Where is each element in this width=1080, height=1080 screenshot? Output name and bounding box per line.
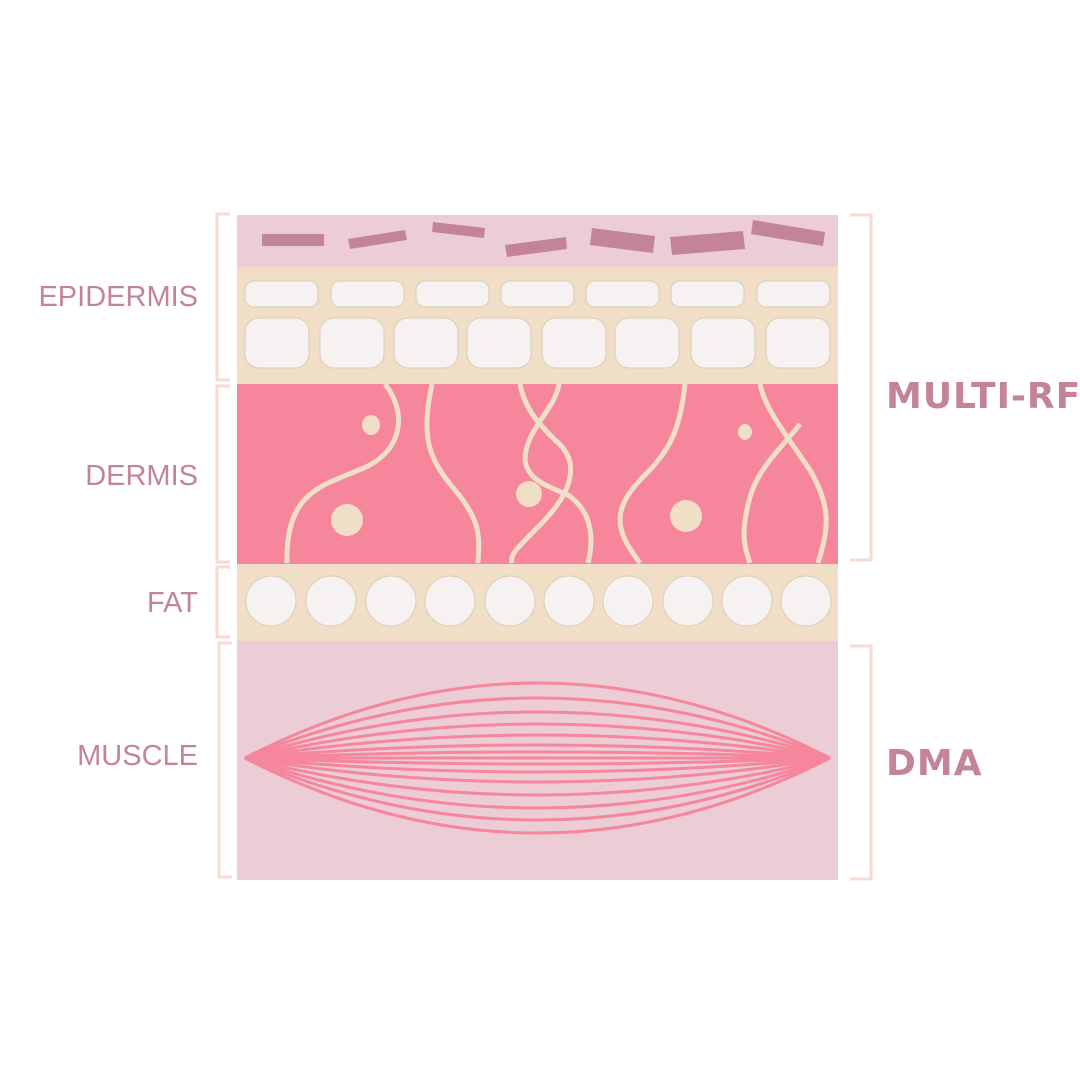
bracket-epidermis (215, 212, 230, 382)
muscle-fiber (244, 696, 831, 760)
muscle-fiber (244, 756, 831, 810)
collagen-fibers (284, 382, 829, 565)
bracket-dermis (215, 384, 230, 564)
dermis-layer (237, 384, 838, 564)
muscle-fiber (244, 743, 831, 760)
muscle-fiber (244, 710, 831, 760)
epidermis-cells (244, 280, 831, 369)
label-dma: DMA (886, 743, 983, 784)
label-multi-rf: MULTI-RF (886, 376, 1080, 417)
muscle-fibers (244, 681, 831, 835)
bracket-fat (215, 565, 230, 639)
brackets (215, 212, 873, 881)
skin-flakes (262, 220, 825, 257)
muscle-fiber (244, 756, 831, 784)
muscle-fiber (244, 756, 831, 774)
muscle-fiber (244, 756, 831, 797)
label-epidermis: EPIDERMIS (38, 281, 198, 313)
muscle-fiber (244, 750, 831, 760)
fat-cells (245, 575, 832, 627)
muscle-fiber (244, 756, 831, 835)
muscle-fiber (244, 733, 831, 760)
muscle-fiber (244, 722, 831, 760)
bracket-muscle (217, 641, 232, 879)
bracket-multi-rf (850, 213, 873, 562)
muscle-fiber (244, 681, 831, 760)
muscle-fiber (244, 756, 831, 822)
label-muscle: MUSCLE (77, 740, 198, 772)
label-dermis: DERMIS (85, 460, 198, 492)
label-fat: FAT (147, 587, 198, 619)
muscle-fiber (244, 756, 831, 766)
bracket-dma (850, 644, 873, 881)
dermis-dots (331, 415, 752, 536)
